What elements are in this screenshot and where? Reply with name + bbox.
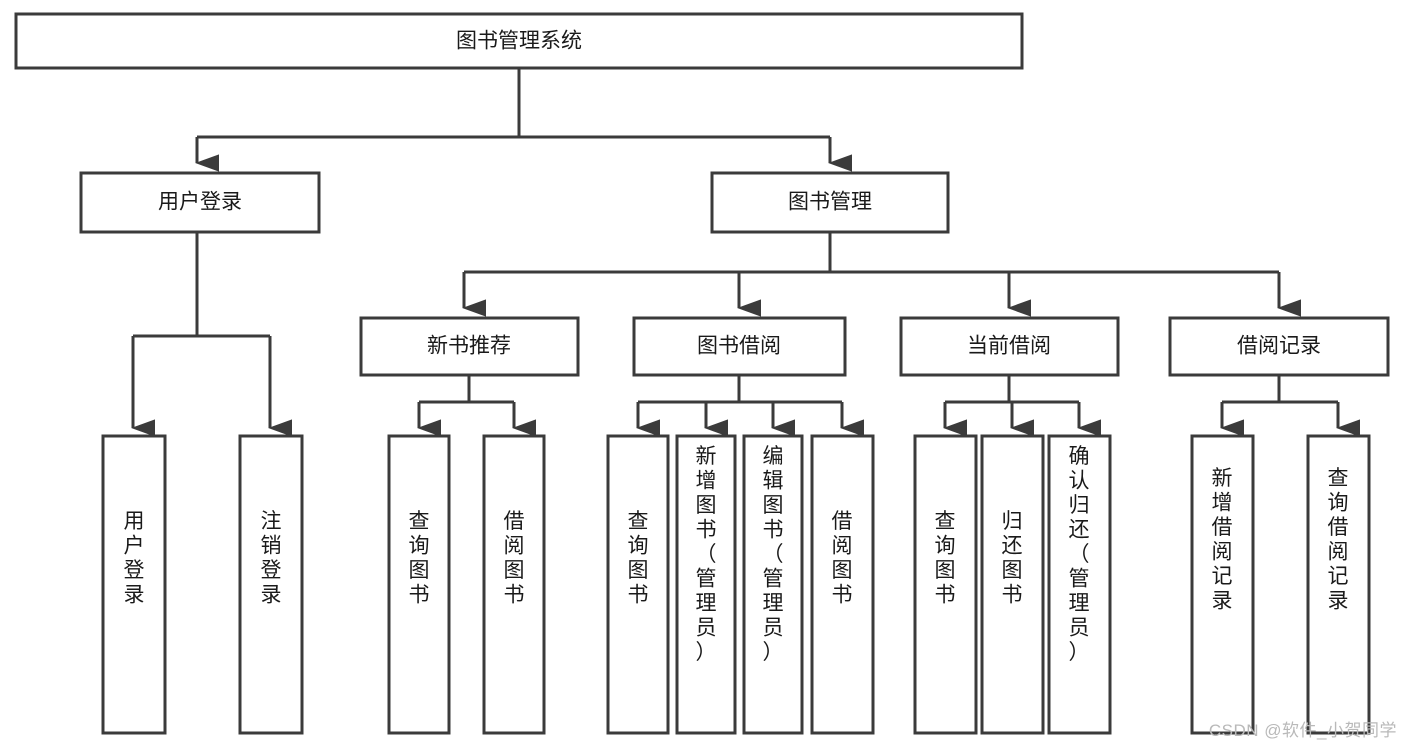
node-leaf-borrow-book-2-label: 借阅图书: [832, 510, 853, 607]
edge-group-new-book-rec: [417, 376, 537, 437]
node-leaf-return-book-box[interactable]: [980, 434, 1045, 735]
node-book-borrow[interactable]: 图书借阅: [632, 316, 847, 377]
node-leaf-add-book[interactable]: 新增图书（管理员）: [675, 434, 737, 735]
node-user-login[interactable]: 用户登录: [79, 171, 321, 234]
node-leaf-add-record-label: 新增借阅记录: [1212, 467, 1233, 613]
node-leaf-borrow-book-1-box[interactable]: [482, 434, 546, 735]
node-leaf-borrow-book-1[interactable]: 借阅图书: [482, 434, 546, 735]
node-leaf-return-book-label: 归还图书: [1002, 510, 1023, 607]
node-book-manage-label: 图书管理: [788, 191, 872, 214]
node-leaf-query-book-1-box[interactable]: [387, 434, 451, 735]
node-leaf-user-login-box[interactable]: [101, 434, 167, 735]
edge-group-book-borrow: [636, 376, 865, 437]
node-book-manage-box[interactable]: [710, 171, 950, 234]
node-current-borrow-box[interactable]: [899, 316, 1120, 377]
node-leaf-confirm-return[interactable]: 确认归还（管理员）: [1047, 434, 1112, 735]
node-leaf-borrow-book-1-label: 借阅图书: [504, 510, 525, 607]
node-leaf-edit-book[interactable]: 编辑图书（管理员）: [742, 434, 804, 735]
node-leaf-return-book[interactable]: 归还图书: [980, 434, 1045, 735]
node-book-manage[interactable]: 图书管理: [710, 171, 950, 234]
node-root-label: 图书管理系统: [456, 30, 582, 53]
node-book-borrow-label: 图书借阅: [697, 335, 781, 358]
node-leaf-edit-book-box[interactable]: [742, 434, 804, 735]
node-leaf-query-book-2-box[interactable]: [606, 434, 670, 735]
node-leaf-query-record-box[interactable]: [1306, 434, 1371, 735]
node-leaf-query-book-3[interactable]: 查询图书: [913, 434, 978, 735]
node-leaf-query-book-2[interactable]: 查询图书: [606, 434, 670, 735]
node-leaf-add-record[interactable]: 新增借阅记录: [1190, 434, 1255, 735]
node-borrow-record[interactable]: 借阅记录: [1168, 316, 1390, 377]
node-leaf-confirm-return-label: 确认归还（管理员）: [1069, 445, 1090, 664]
node-leaf-logout[interactable]: 注销登录: [238, 434, 304, 735]
node-leaf-edit-book-label: 编辑图书（管理员）: [763, 445, 784, 664]
node-root[interactable]: 图书管理系统: [14, 12, 1024, 70]
csdn-watermark: CSDN @软件_小贺同学: [1208, 721, 1397, 740]
node-leaf-user-login[interactable]: 用户登录: [101, 434, 167, 735]
node-leaf-query-record-label: 查询借阅记录: [1328, 467, 1349, 613]
node-leaf-logout-label: 注销登录: [261, 510, 282, 607]
node-leaf-user-login-label: 用户登录: [124, 510, 145, 607]
node-leaf-confirm-return-box[interactable]: [1047, 434, 1112, 735]
edge-group-user-login: [131, 232, 293, 437]
node-new-book-rec-box[interactable]: [359, 316, 580, 377]
edge-group-current-borrow: [943, 376, 1102, 437]
node-new-book-rec[interactable]: 新书推荐: [359, 316, 580, 377]
node-leaf-add-record-box[interactable]: [1190, 434, 1255, 735]
node-current-borrow[interactable]: 当前借阅: [899, 316, 1120, 377]
node-leaf-borrow-book-2[interactable]: 借阅图书: [810, 434, 875, 735]
node-user-login-label: 用户登录: [158, 191, 242, 214]
node-leaf-query-book-2-label: 查询图书: [628, 510, 649, 607]
node-root-box[interactable]: [14, 12, 1024, 70]
node-leaf-add-book-label: 新增图书（管理员）: [696, 445, 717, 664]
node-leaf-query-book-3-label: 查询图书: [935, 510, 956, 607]
node-book-borrow-box[interactable]: [632, 316, 847, 377]
node-leaf-borrow-book-2-box[interactable]: [810, 434, 875, 735]
node-leaf-query-record[interactable]: 查询借阅记录: [1306, 434, 1371, 735]
node-new-book-rec-label: 新书推荐: [427, 335, 511, 358]
node-leaf-query-book-3-box[interactable]: [913, 434, 978, 735]
node-borrow-record-label: 借阅记录: [1237, 335, 1321, 358]
edge-group-root: [195, 68, 853, 172]
node-user-login-box[interactable]: [79, 171, 321, 234]
node-leaf-query-book-1-label: 查询图书: [409, 510, 430, 607]
edge-group-borrow-record: [1220, 376, 1361, 437]
node-leaf-add-book-box[interactable]: [675, 434, 737, 735]
node-leaf-query-book-1[interactable]: 查询图书: [387, 434, 451, 735]
node-leaf-logout-box[interactable]: [238, 434, 304, 735]
node-borrow-record-box[interactable]: [1168, 316, 1390, 377]
node-current-borrow-label: 当前借阅: [967, 335, 1051, 358]
edge-group-book-manage: [462, 232, 1302, 317]
